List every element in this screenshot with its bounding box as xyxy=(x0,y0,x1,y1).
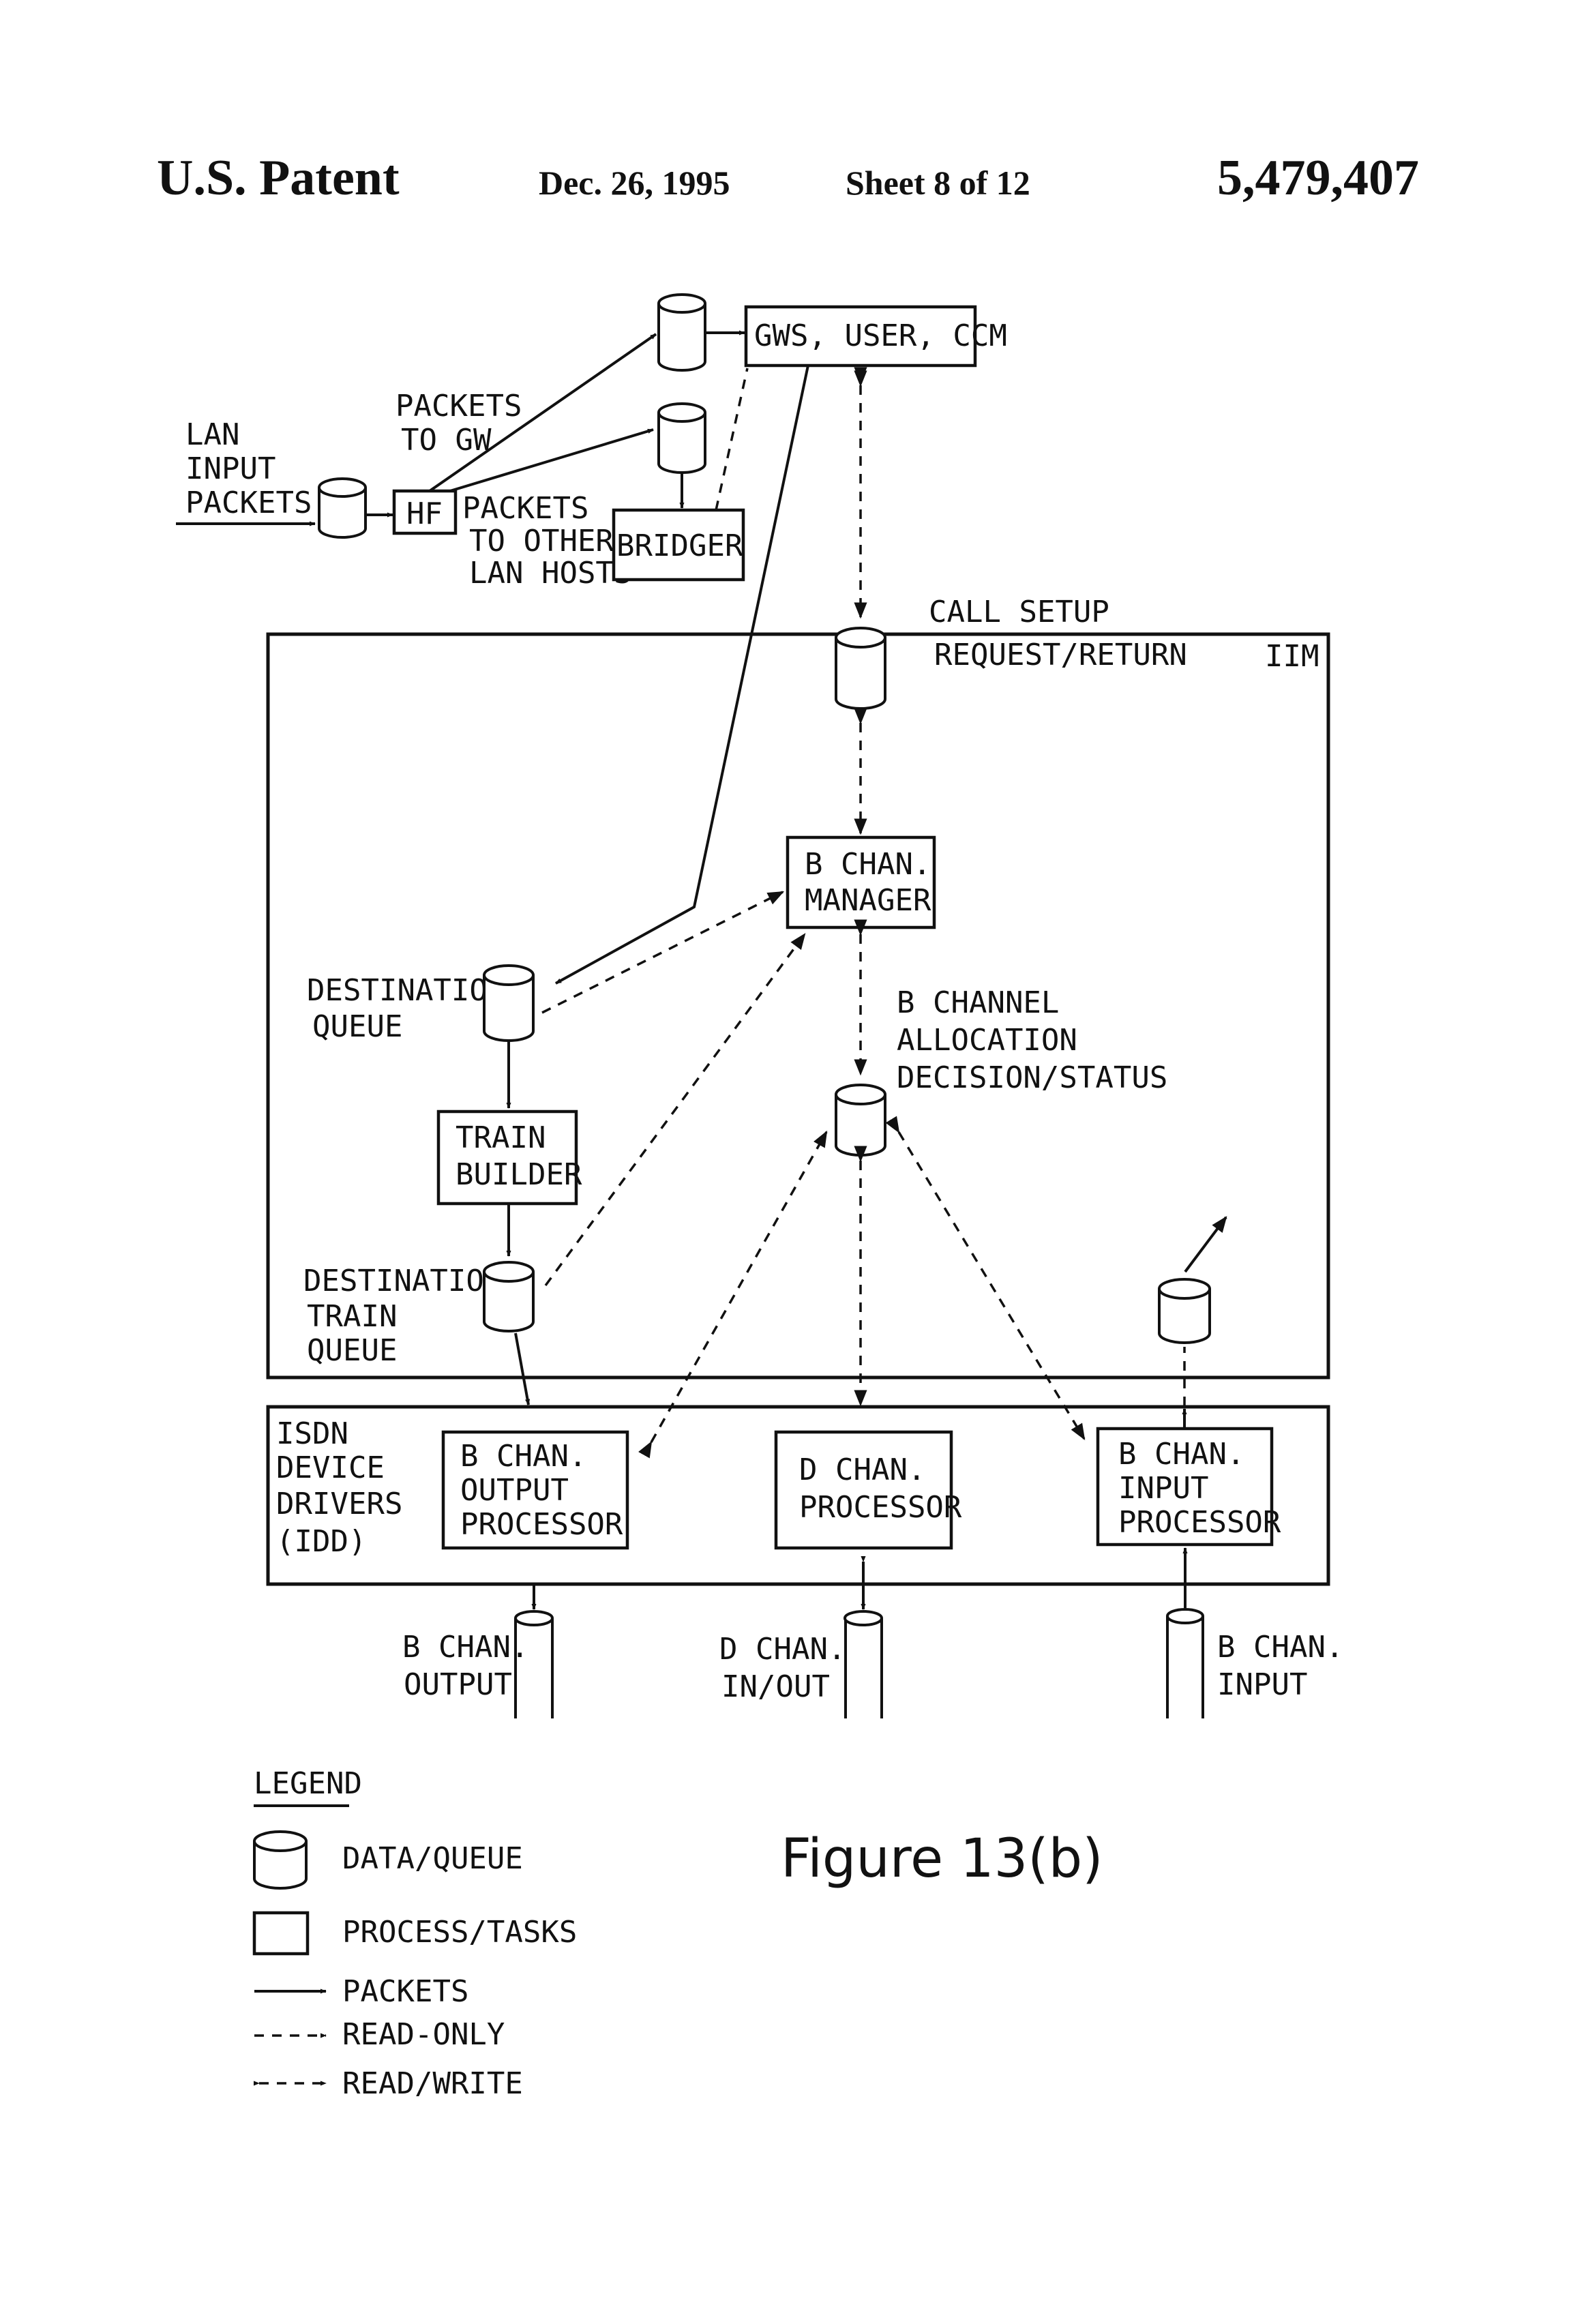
d-chan-processor-line-1: D CHAN. xyxy=(799,1452,925,1487)
b-chan-output-line-1: B CHAN. xyxy=(402,1630,528,1665)
allocation-queue xyxy=(836,1085,885,1155)
bridger-gws-dashed-link xyxy=(716,368,747,510)
legend-read-only-label: READ-ONLY xyxy=(342,2017,505,2052)
gw-queue xyxy=(659,295,705,370)
packets-to-other-line-2: TO OTHER xyxy=(469,524,614,558)
b-chan-input-line-2: INPUT xyxy=(1217,1667,1307,1702)
destination-queue xyxy=(484,966,533,1041)
gws-user-ccm-label: GWS, USER, CCM xyxy=(754,318,1007,353)
b-chan-input-processor-line-1: B CHAN. xyxy=(1118,1437,1244,1472)
b-chan-input-processor-line-3: PROCESSOR xyxy=(1118,1505,1281,1540)
b-chan-input-pipe xyxy=(1167,1609,1203,1718)
lan-input-line-3: PACKETS xyxy=(185,486,312,520)
legend-data-queue-label: DATA/QUEUE xyxy=(342,1841,523,1876)
b-chan-output-processor-line-3: PROCESSOR xyxy=(460,1507,623,1542)
b-channel-allocation-line-2: ALLOCATION xyxy=(897,1023,1077,1058)
b-channel-allocation-line-1: B CHANNEL xyxy=(897,985,1059,1020)
figure-caption: Figure 13(b) xyxy=(781,1828,1103,1890)
header-patent-number: 5,479,407 xyxy=(1217,150,1419,206)
input-processor-queue xyxy=(1159,1279,1210,1343)
train-queue-to-manager-dashed-arrow xyxy=(546,934,805,1285)
destination-train-queue-line-1: DESTINATION xyxy=(303,1264,502,1298)
b-channel-allocation-line-3: DECISION/STATUS xyxy=(897,1060,1167,1095)
train-builder-line-1: TRAIN xyxy=(456,1120,546,1155)
idd-line-2: DEVICE xyxy=(276,1450,385,1485)
legend-title: LEGEND xyxy=(254,1766,362,1801)
header-patent-label: U.S. Patent xyxy=(157,150,400,206)
legend-packets-label: PACKETS xyxy=(342,1974,468,2009)
train-builder-line-2: BUILDER xyxy=(456,1157,582,1192)
bridger-label: BRIDGER xyxy=(616,528,743,563)
packets-to-gw-line-2: TO GW xyxy=(401,423,492,458)
d-chan-in-out-line-2: IN/OUT xyxy=(721,1669,830,1704)
idd-line-4: (IDD) xyxy=(276,1524,366,1559)
call-setup-queue xyxy=(836,628,885,709)
call-setup-line-1: CALL SETUP xyxy=(929,595,1109,629)
b-chan-output-line-2: OUTPUT xyxy=(404,1667,512,1702)
destination-queue-line-2: QUEUE xyxy=(312,1009,402,1044)
b-chan-manager-line-2: MANAGER xyxy=(805,883,931,918)
lan-input-label: LAN INPUT PACKETS xyxy=(185,417,312,520)
input-queue-outbound-arrow xyxy=(1185,1217,1226,1272)
header-date: Dec. 26, 1995 xyxy=(539,164,730,202)
header-sheet: Sheet 8 of 12 xyxy=(846,164,1030,202)
d-chan-in-out-line-1: D CHAN. xyxy=(719,1632,846,1667)
iim-label: IIM xyxy=(1265,639,1319,674)
destination-train-queue-line-2: TRAIN xyxy=(307,1299,397,1334)
lan-input-line-2: INPUT xyxy=(185,451,275,486)
lan-input-line-1: LAN xyxy=(185,417,239,452)
idd-line-3: DRIVERS xyxy=(276,1487,402,1521)
b-chan-manager-line-1: B CHAN. xyxy=(805,847,931,882)
d-chan-processor-line-2: PROCESSOR xyxy=(799,1490,962,1525)
legend-data-queue-symbol xyxy=(254,1832,306,1888)
allocation-output-processor-dashed-arrow xyxy=(651,1132,826,1442)
b-chan-output-processor-line-1: B CHAN. xyxy=(460,1439,586,1474)
destination-queue-to-manager-dashed-arrow xyxy=(542,892,783,1013)
patent-header: U.S. Patent Dec. 26, 1995 Sheet 8 of 12 … xyxy=(157,150,1419,206)
call-setup-line-2: REQUEST/RETURN xyxy=(934,638,1187,672)
idd-line-1: ISDN xyxy=(276,1416,348,1451)
legend-process-label: PROCESS/TASKS xyxy=(342,1915,577,1950)
packets-to-other-line-3: LAN HOSTS xyxy=(469,556,631,591)
hf-label: HF xyxy=(406,496,443,531)
b-chan-input-processor-line-2: INPUT xyxy=(1118,1471,1208,1506)
d-chan-in-out-pipe xyxy=(845,1611,882,1718)
b-chan-input-line-1: B CHAN. xyxy=(1217,1630,1343,1665)
b-chan-output-pipe xyxy=(516,1611,552,1718)
packets-to-other-line-1: PACKETS xyxy=(462,491,588,526)
legend-read-write-label: READ/WRITE xyxy=(342,2066,523,2101)
lan-input-queue xyxy=(319,479,365,537)
allocation-input-processor-dashed-arrow xyxy=(899,1132,1084,1439)
legend: LEGEND DATA/QUEUE PROCESS/TASKS PACKETS … xyxy=(254,1766,577,2101)
destination-queue-line-1: DESTINATION xyxy=(307,973,505,1008)
destination-train-queue-line-3: QUEUE xyxy=(307,1333,397,1368)
destination-train-queue xyxy=(484,1262,533,1331)
bridger-queue xyxy=(659,404,705,473)
legend-process-symbol xyxy=(254,1913,308,1954)
b-chan-output-processor-line-2: OUTPUT xyxy=(460,1473,569,1508)
train-queue-to-idd-arrow xyxy=(516,1333,528,1405)
packets-to-gw-line-1: PACKETS xyxy=(395,389,522,423)
